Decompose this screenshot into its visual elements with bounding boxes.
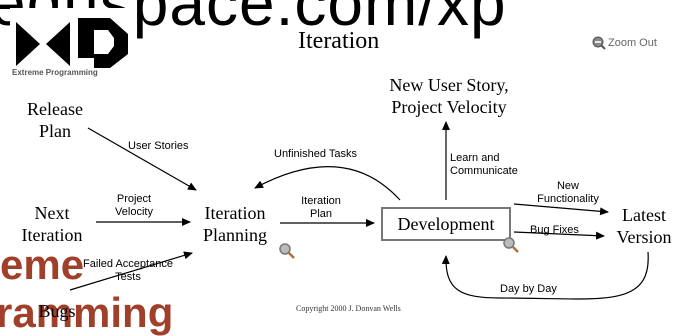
node-iteration-planning-line2: Planning <box>202 225 267 245</box>
magnifier-icon[interactable] <box>278 242 296 260</box>
node-latest-version[interactable]: Latest Version <box>608 204 680 248</box>
edge-day-by-day <box>441 251 649 300</box>
label-new-functionality-line2: Functionality <box>537 193 599 205</box>
node-next-iteration[interactable]: Next Iteration <box>14 202 90 246</box>
zoom-out-link[interactable]: Zoom Out <box>592 36 657 50</box>
label-failed-acceptance-tests: Failed Acceptance Tests <box>80 258 176 284</box>
label-learn-and-communicate: Learn and Communicate <box>450 152 518 178</box>
label-failed-acceptance-line1: Failed Acceptance <box>83 258 173 270</box>
diagram-connectors <box>69 121 649 300</box>
node-new-user-story-line2: Project Velocity <box>391 97 507 117</box>
label-new-functionality-line1: New <box>556 180 579 192</box>
node-latest-version-line2: Version <box>616 227 672 247</box>
label-learn-line2: Communicate <box>450 165 518 177</box>
edge-bugs-to-planning <box>69 251 193 291</box>
magnifier-icon[interactable] <box>502 236 520 254</box>
label-project-velocity: Project Velocity <box>104 193 164 219</box>
node-next-iteration-line2: Iteration <box>21 225 83 245</box>
edge-bug-fixes <box>513 231 605 240</box>
logo-caption: Extreme Programming <box>12 68 98 77</box>
label-day-by-day: Day by Day <box>500 283 557 295</box>
label-iteration-plan-line1: Iteration <box>301 195 341 207</box>
node-next-iteration-line1: Next <box>34 203 70 223</box>
label-learn-line1: Learn and <box>450 152 500 164</box>
label-user-stories: User Stories <box>128 140 189 152</box>
label-bug-fixes: Bug Fixes <box>530 224 579 236</box>
label-iteration-plan-line2: Plan <box>309 208 333 220</box>
zoom-out-icon <box>592 36 606 50</box>
node-new-user-story-line1: New User Story, <box>389 75 509 95</box>
label-project-velocity-line1: Project <box>116 193 152 205</box>
node-development[interactable]: Development <box>381 207 511 241</box>
node-iteration-planning[interactable]: Iteration Planning <box>194 202 276 246</box>
background-banner-middle: eme <box>0 241 85 288</box>
label-failed-acceptance-line2: Tests <box>115 271 141 283</box>
copyright-text: Copyright 2000 J. Donvan Wells <box>296 304 401 313</box>
node-release-plan[interactable]: Release Plan <box>20 98 90 142</box>
xp-logo[interactable] <box>10 8 135 78</box>
zoom-out-label: Zoom Out <box>608 37 657 49</box>
label-new-functionality: New Functionality <box>530 180 606 206</box>
edge-release-to-planning <box>87 127 197 191</box>
label-project-velocity-line2: Velocity <box>115 206 153 218</box>
node-new-user-story[interactable]: New User Story, Project Velocity <box>368 74 530 118</box>
edge-new-functionality <box>513 203 609 216</box>
node-release-plan-line2: Plan <box>38 121 71 141</box>
diagram-title: Iteration <box>298 28 380 54</box>
node-bugs[interactable]: Bugs <box>38 301 76 321</box>
label-unfinished-tasks: Unfinished Tasks <box>274 148 357 160</box>
label-iteration-plan: Iteration Plan <box>296 195 346 221</box>
edge-unfinished-tasks <box>254 166 401 201</box>
node-iteration-planning-line1: Iteration <box>204 203 266 223</box>
node-release-plan-line1: Release <box>27 99 83 119</box>
node-latest-version-line1: Latest <box>622 205 666 225</box>
